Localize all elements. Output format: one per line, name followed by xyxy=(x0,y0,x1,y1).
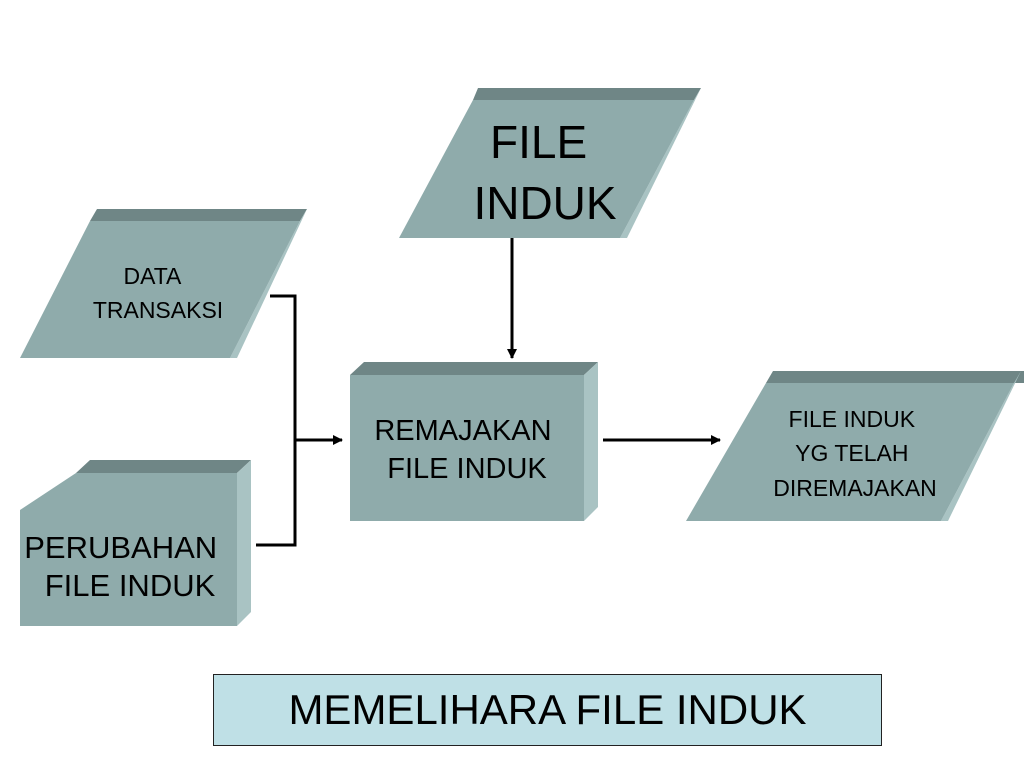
bracket-inputs xyxy=(256,294,297,547)
node-file-induk-label: FILE INDUK xyxy=(473,116,616,229)
node-perubahan-label: PERUBAHAN FILE INDUK xyxy=(24,530,226,603)
node-file-induk-line-2: INDUK xyxy=(473,177,616,229)
node-remajakan-line-1: REMAJAKAN xyxy=(374,415,551,447)
node-diremajakan-top xyxy=(766,371,1024,383)
node-perubahan-top xyxy=(76,460,251,473)
node-diremajakan-line-1: FILE INDUK xyxy=(789,406,916,432)
node-data-transaksi-line-2: TRANSAKSI xyxy=(93,297,223,323)
node-perubahan-file-induk: PERUBAHAN FILE INDUK xyxy=(20,460,251,626)
node-data-transaksi: DATA TRANSAKSI xyxy=(20,209,307,358)
node-perubahan-side xyxy=(237,460,251,626)
node-perubahan-face xyxy=(20,473,237,626)
node-diremajakan-line-3: DIREMAJAKAN xyxy=(773,475,937,501)
node-data-transaksi-top xyxy=(90,209,307,221)
node-data-transaksi-label: DATA TRANSAKSI xyxy=(93,263,223,323)
caption-box: MEMELIHARA FILE INDUK xyxy=(213,674,882,746)
node-remajakan-top xyxy=(350,362,598,375)
caption-text: MEMELIHARA FILE INDUK xyxy=(288,686,807,733)
node-file-induk-side xyxy=(620,88,701,238)
node-data-transaksi-face xyxy=(20,221,300,358)
connectors xyxy=(256,238,721,547)
node-diremajakan-side xyxy=(941,371,1021,521)
node-perubahan-line-2: FILE INDUK xyxy=(45,568,216,603)
node-diremajakan-face xyxy=(686,383,1014,521)
node-remajakan-side xyxy=(584,362,598,521)
node-perubahan-line-1: PERUBAHAN xyxy=(24,530,217,565)
node-file-induk-diremajakan: FILE INDUK YG TELAH DIREMAJAKAN xyxy=(686,371,1024,521)
node-diremajakan-line-2: YG TELAH xyxy=(795,440,908,466)
node-remajakan-file-induk: REMAJAKAN FILE INDUK xyxy=(350,362,598,521)
node-data-transaksi-line-1: DATA xyxy=(123,263,182,289)
node-remajakan-label: REMAJAKAN FILE INDUK xyxy=(374,415,559,485)
node-remajakan-face xyxy=(350,375,584,521)
node-file-induk-face xyxy=(399,100,694,238)
node-remajakan-line-2: FILE INDUK xyxy=(387,453,547,485)
node-file-induk-line-1: FILE xyxy=(490,116,587,168)
node-file-induk: FILE INDUK xyxy=(399,88,701,238)
node-data-transaksi-side xyxy=(230,209,307,358)
node-diremajakan-label: FILE INDUK YG TELAH DIREMAJAKAN xyxy=(773,406,937,501)
node-file-induk-top xyxy=(473,88,701,100)
